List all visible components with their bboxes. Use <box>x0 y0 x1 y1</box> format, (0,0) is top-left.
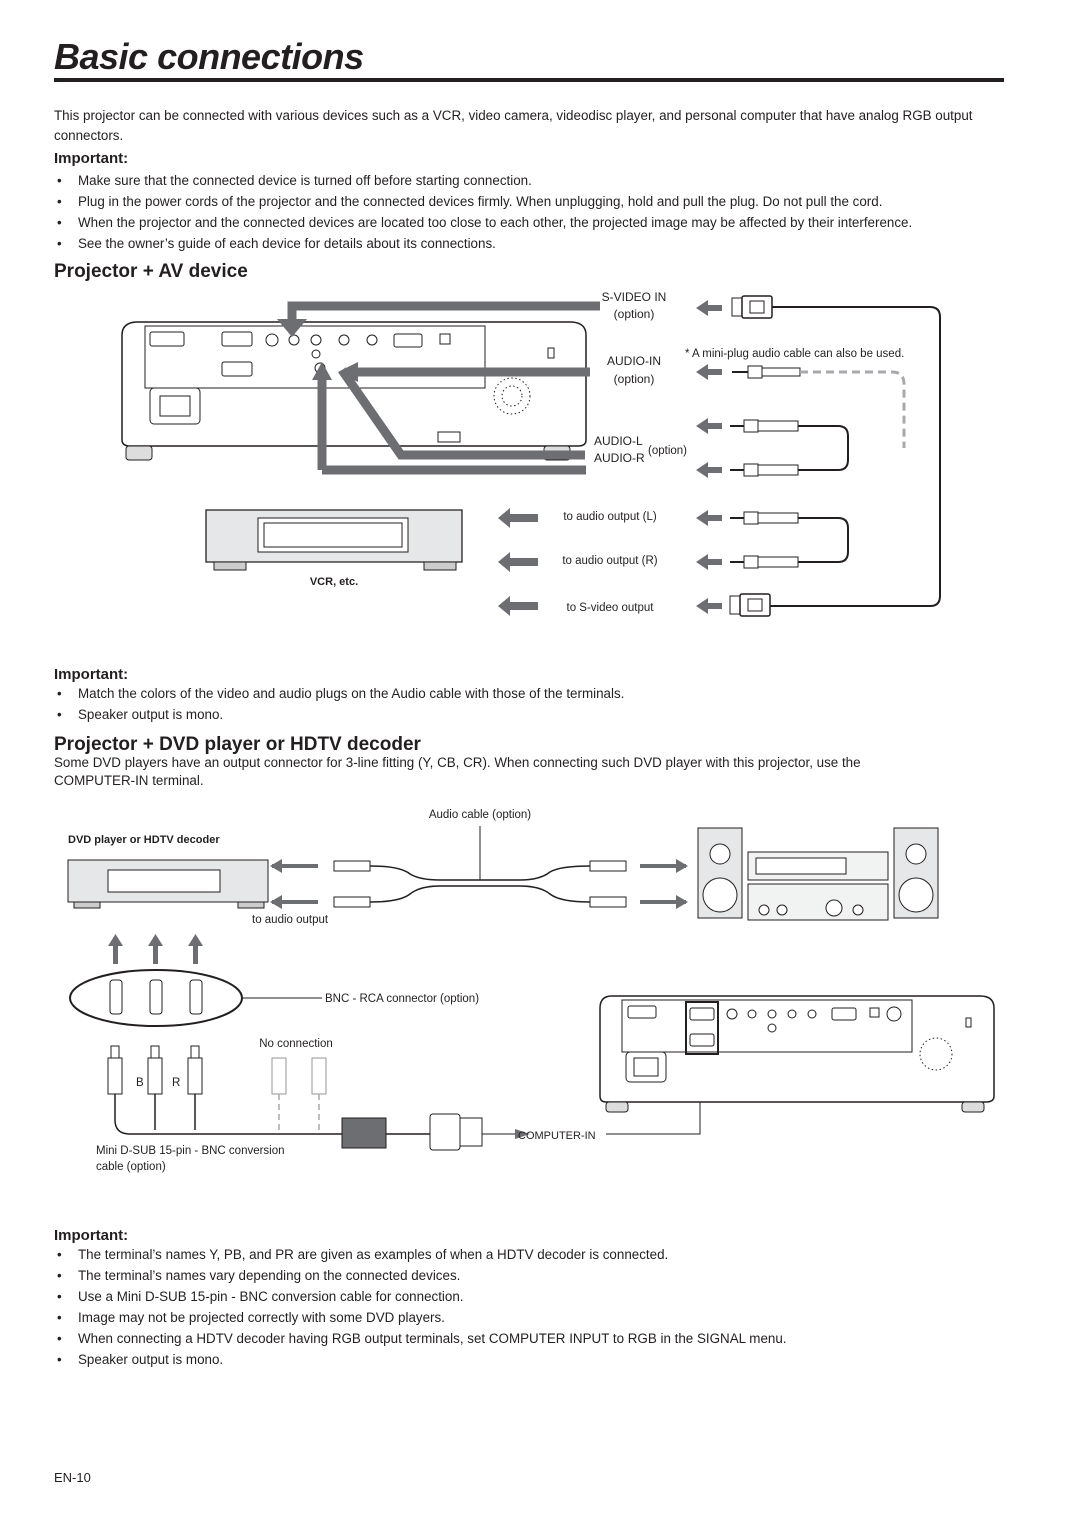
to-audio-r-label: to audio output (R) <box>562 555 657 567</box>
b-label: B <box>136 1077 144 1089</box>
cables <box>770 306 941 607</box>
list-item: The terminal’s names vary depending on t… <box>54 1265 1014 1286</box>
av-connection-diagram: S-VIDEO IN (option) AUDIO-IN (option) * … <box>121 290 941 617</box>
list-item: Make sure that the connected device is t… <box>54 170 1014 191</box>
conversion-cable <box>114 1094 430 1135</box>
list-item: Image may not be projected correctly wit… <box>54 1307 1014 1328</box>
list-item: The terminal’s names Y, PB, and PR are g… <box>54 1244 1014 1265</box>
to-svideo-label: to S-video output <box>567 602 655 614</box>
to-audio-l-label: to audio output (L) <box>563 511 657 523</box>
audio-cable <box>270 859 688 909</box>
up-arrows <box>108 934 203 964</box>
list-item: When the projector and the connected dev… <box>54 212 1014 233</box>
computer-in-label: COMPUTER-IN <box>518 1130 596 1142</box>
list-item: Match the colors of the video and audio … <box>54 683 1014 704</box>
audio-in-option-label: (option) <box>614 372 655 386</box>
important-heading-2: Important: <box>54 666 129 683</box>
list-item: Use a Mini D-SUB 15-pin - BNC conversion… <box>54 1286 1014 1307</box>
to-audio-output-label: to audio output <box>252 914 329 926</box>
list-item: When connecting a HDTV decoder having RG… <box>54 1328 1014 1349</box>
cable-plugs <box>729 295 801 617</box>
important-list-3: The terminal’s names Y, PB, and PR are g… <box>54 1244 1014 1370</box>
audio-lr-option-label: (option) <box>648 445 687 457</box>
dvd-player-illustration <box>67 859 269 909</box>
list-item: Speaker output is mono. <box>54 1349 1014 1370</box>
important-heading-1: Important: <box>54 150 129 167</box>
audio-in-label: AUDIO-IN <box>607 354 661 368</box>
bnc-rca-label: BNC - RCA connector (option) <box>325 993 479 1005</box>
dvd-connection-diagram: Audio cable (option) DVD player or HDTV … <box>67 809 995 1173</box>
audio-r-label: AUDIO-R <box>594 451 645 465</box>
important-list-1: Make sure that the connected device is t… <box>54 170 1014 254</box>
bnc-rca-connectors <box>109 979 203 1015</box>
dvd-intro-line-2: COMPUTER-IN terminal. <box>54 773 204 788</box>
svideo-in-label: S-VIDEO IN <box>602 290 667 304</box>
page-number: EN-10 <box>54 1470 91 1485</box>
list-item: See the owner’s guide of each device for… <box>54 233 1014 254</box>
important-list-2: Match the colors of the video and audio … <box>54 683 1014 725</box>
title-rule <box>54 78 1004 82</box>
list-item: Speaker output is mono. <box>54 704 1014 725</box>
plug-arrows <box>498 300 722 616</box>
audio-cable-label: Audio cable (option) <box>429 809 531 821</box>
miniplug-note: * A mini-plug audio cable can also be us… <box>685 348 904 360</box>
miniplug-cable <box>800 370 906 448</box>
conv-cable-label-2: cable (option) <box>96 1161 166 1173</box>
stereo-system-illustration <box>697 827 939 921</box>
dvd-intro-line-1: Some DVD players have an output connecto… <box>54 755 861 770</box>
dsub-plug <box>429 1113 483 1151</box>
section-heading-av: Projector + AV device <box>54 261 248 282</box>
conv-cable-label-1: Mini D-SUB 15-pin - BNC conversion <box>96 1145 285 1157</box>
intro-paragraph: This projector can be connected with var… <box>54 108 973 143</box>
audio-l-label: AUDIO-L <box>594 434 643 448</box>
list-item: Plug in the power cords of the projector… <box>54 191 1014 212</box>
svideo-option-label: (option) <box>614 307 655 321</box>
vcr-label: VCR, etc. <box>310 576 358 588</box>
r-label: R <box>172 1077 180 1089</box>
no-connection-label: No connection <box>259 1038 333 1050</box>
dvd-player-label: DVD player or HDTV decoder <box>68 834 220 846</box>
vcr-illustration <box>205 509 463 571</box>
projector-rear-illustration-2 <box>599 995 995 1113</box>
section-heading-dvd: Projector + DVD player or HDTV decoder <box>54 734 421 755</box>
conversion-box <box>341 1117 387 1149</box>
page-title: Basic connections <box>54 36 364 77</box>
important-heading-3: Important: <box>54 1227 129 1244</box>
signal-arrows <box>277 301 600 475</box>
